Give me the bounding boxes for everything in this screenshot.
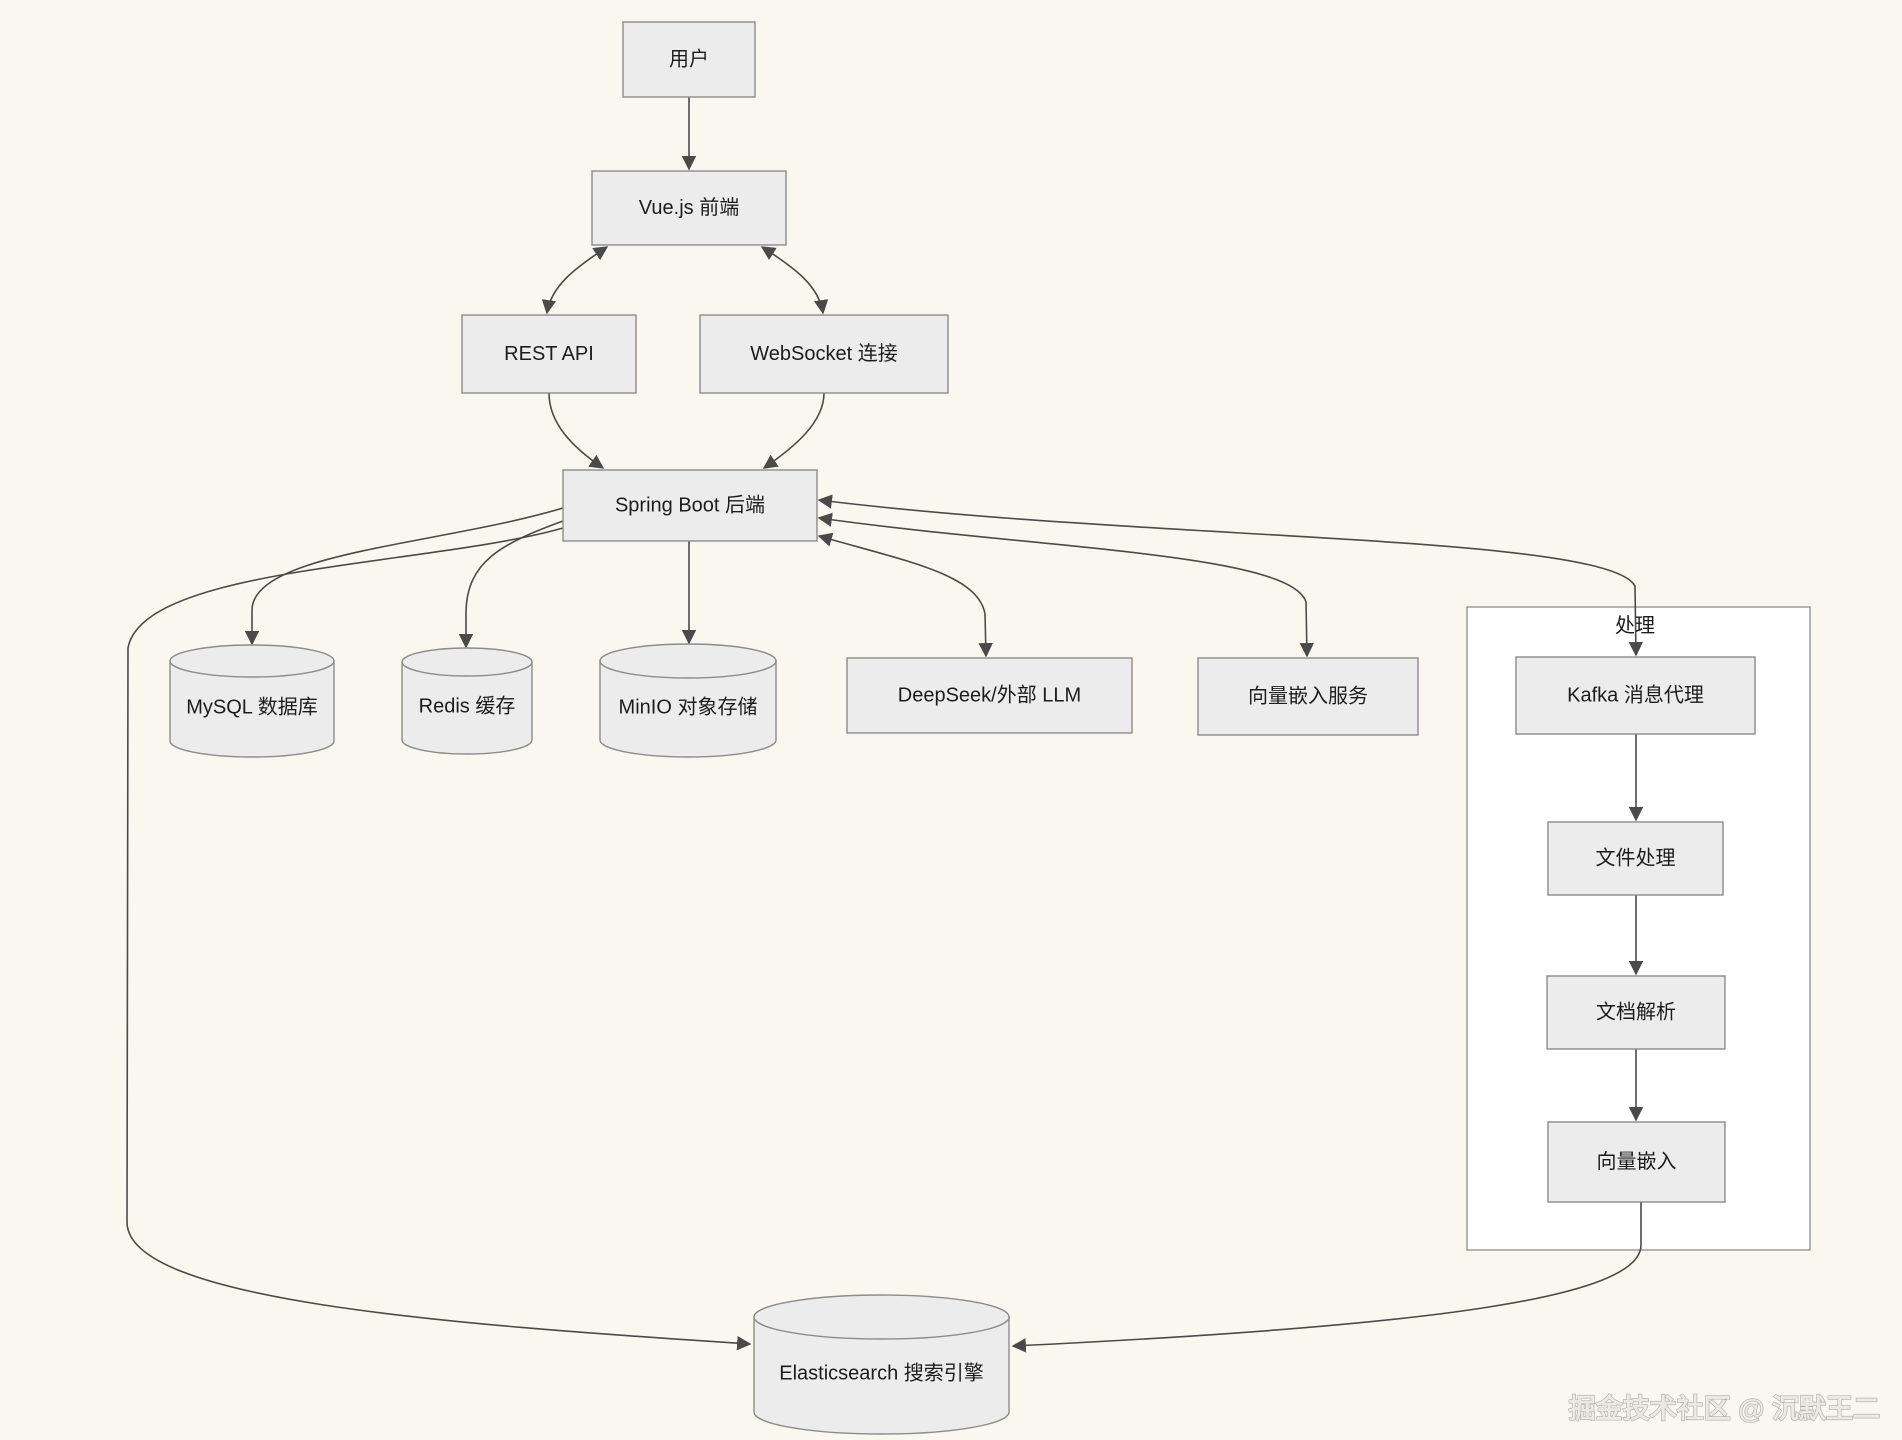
edge-layer: [126, 97, 1644, 1353]
node-redis: Redis 缓存: [401, 647, 533, 755]
node-file: 文件处理: [1547, 821, 1724, 896]
node-label-user: 用户: [669, 48, 709, 71]
node-mysql: MySQL 数据库: [169, 644, 335, 758]
edge-ws-sb: [762, 392, 825, 469]
node-vecsvc: 向量嵌入服务: [1197, 657, 1419, 736]
node-kafka: Kafka 消息代理: [1515, 656, 1756, 735]
node-label-parse: 文档解析: [1596, 1001, 1676, 1024]
edge-sb-kafka: [817, 494, 1644, 657]
node-label-vecsvc: 向量嵌入服务: [1248, 685, 1368, 708]
edge-embed-es: [1011, 1202, 1642, 1353]
edge-sb-mysql: [244, 507, 564, 646]
node-label-ws: WebSocket 连接: [750, 342, 897, 365]
node-label-redis: Redis 缓存: [419, 695, 516, 718]
edge-vue-ws: [760, 246, 829, 315]
node-deepseek: DeepSeek/外部 LLM: [846, 657, 1133, 734]
node-layer: 用户 Vue.js 前端 REST API WebSocket 连接 Spring Bo…: [169, 21, 1756, 1435]
node-label-file: 文件处理: [1596, 847, 1676, 870]
edge-sb-deepseek: [817, 532, 993, 658]
node-label-deepseek: DeepSeek/外部 LLM: [898, 684, 1081, 707]
node-label-mysql: MySQL 数据库: [186, 695, 318, 718]
node-label-embed: 向量嵌入: [1597, 1150, 1677, 1173]
watermark: 掘金技术社区 @ 沉默王二: [1569, 1393, 1880, 1424]
node-sb: Spring Boot 后端: [562, 469, 818, 542]
node-label-sb: Spring Boot 后端: [615, 494, 765, 517]
edge-sb-redis: [458, 520, 564, 649]
node-label-kafka: Kafka 消息代理: [1567, 684, 1704, 707]
node-rest: REST API: [461, 314, 637, 394]
node-es: Elasticsearch 搜索引擎: [753, 1294, 1010, 1435]
node-label-rest: REST API: [504, 343, 594, 365]
node-vue: Vue.js 前端: [591, 170, 787, 246]
node-label-vue: Vue.js 前端: [639, 196, 739, 219]
node-label-es: Elasticsearch 搜索引擎: [779, 1361, 984, 1384]
edge-rest-sb: [548, 392, 605, 469]
processing-container-label: 处理: [1615, 614, 1655, 637]
node-ws: WebSocket 连接: [699, 314, 949, 394]
node-label-minio: MinIO 对象存储: [619, 695, 758, 718]
node-user: 用户: [622, 21, 756, 98]
node-embed: 向量嵌入: [1547, 1121, 1726, 1203]
node-minio: MinIO 对象存储: [599, 643, 777, 758]
node-parse: 文档解析: [1546, 975, 1726, 1050]
edge-vue-rest: [541, 246, 609, 315]
edge-sb-vecsvc: [817, 512, 1314, 658]
edge-sb-es: [126, 527, 752, 1351]
